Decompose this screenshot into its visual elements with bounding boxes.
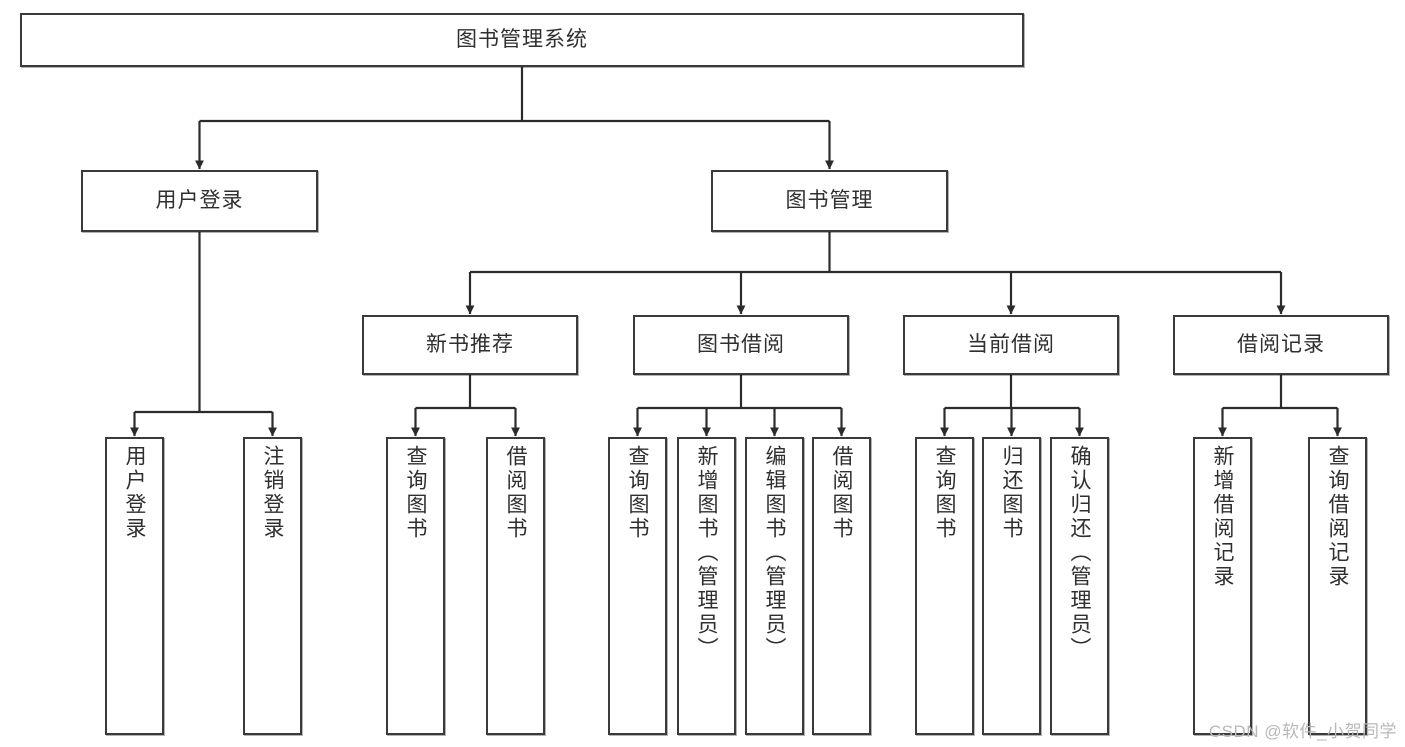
node-label-leaf-user-login: 用户登录 bbox=[123, 445, 146, 541]
node-label-book-borrow: 图书借阅 bbox=[697, 332, 785, 356]
node-label-root: 图书管理系统 bbox=[456, 27, 588, 51]
node-leaf-borrow-edit[interactable]: 编辑图书（管理员） bbox=[745, 437, 804, 735]
node-label-leaf-rec-search: 查询借阅记录 bbox=[1326, 445, 1349, 589]
node-label-borrow-record: 借阅记录 bbox=[1237, 332, 1325, 356]
node-leaf-rec-query[interactable]: 查询图书 bbox=[386, 437, 445, 735]
node-label-leaf-cur-return: 归还图书 bbox=[1000, 445, 1023, 541]
node-leaf-cur-return[interactable]: 归还图书 bbox=[982, 437, 1041, 735]
node-label-book-manage: 图书管理 bbox=[785, 188, 874, 212]
node-leaf-user-login[interactable]: 用户登录 bbox=[105, 437, 164, 735]
node-label-leaf-rec-add: 新增借阅记录 bbox=[1211, 445, 1234, 589]
node-label-leaf-rec-query: 查询图书 bbox=[404, 445, 427, 541]
node-borrow-record[interactable]: 借阅记录 bbox=[1173, 315, 1389, 375]
node-current-borrow[interactable]: 当前借阅 bbox=[903, 315, 1119, 375]
node-label-leaf-borrow-lend: 借阅图书 bbox=[830, 445, 853, 541]
node-leaf-rec-search[interactable]: 查询借阅记录 bbox=[1308, 437, 1367, 735]
csdn-watermark: CSDN @软件_小贺同学 bbox=[1208, 722, 1397, 741]
node-leaf-borrow-lend[interactable]: 借阅图书 bbox=[812, 437, 871, 735]
node-label-leaf-cur-query: 查询图书 bbox=[933, 445, 956, 541]
node-label-leaf-rec-borrow: 借阅图书 bbox=[504, 445, 527, 541]
node-label-leaf-borrow-edit: 编辑图书（管理员） bbox=[763, 445, 786, 661]
node-leaf-user-logout[interactable]: 注销登录 bbox=[243, 437, 302, 735]
node-label-current-borrow: 当前借阅 bbox=[967, 332, 1055, 356]
node-label-leaf-user-logout: 注销登录 bbox=[261, 445, 284, 541]
node-book-manage[interactable]: 图书管理 bbox=[711, 170, 948, 232]
node-label-leaf-borrow-add: 新增图书（管理员） bbox=[695, 445, 718, 661]
node-leaf-cur-query[interactable]: 查询图书 bbox=[915, 437, 974, 735]
node-user-login[interactable]: 用户登录 bbox=[81, 170, 318, 232]
node-label-new-book-rec: 新书推荐 bbox=[426, 332, 514, 356]
node-new-book-rec[interactable]: 新书推荐 bbox=[362, 315, 578, 375]
node-leaf-borrow-add[interactable]: 新增图书（管理员） bbox=[677, 437, 736, 735]
node-book-borrow[interactable]: 图书借阅 bbox=[633, 315, 849, 375]
node-leaf-rec-borrow[interactable]: 借阅图书 bbox=[486, 437, 545, 735]
node-label-user-login: 用户登录 bbox=[155, 188, 244, 212]
node-label-leaf-cur-confirm: 确认归还（管理员） bbox=[1068, 445, 1091, 661]
node-leaf-borrow-query[interactable]: 查询图书 bbox=[608, 437, 667, 735]
node-root[interactable]: 图书管理系统 bbox=[20, 13, 1024, 67]
node-leaf-rec-add[interactable]: 新增借阅记录 bbox=[1193, 437, 1252, 735]
node-label-leaf-borrow-query: 查询图书 bbox=[626, 445, 649, 541]
node-leaf-cur-confirm[interactable]: 确认归还（管理员） bbox=[1050, 437, 1109, 735]
